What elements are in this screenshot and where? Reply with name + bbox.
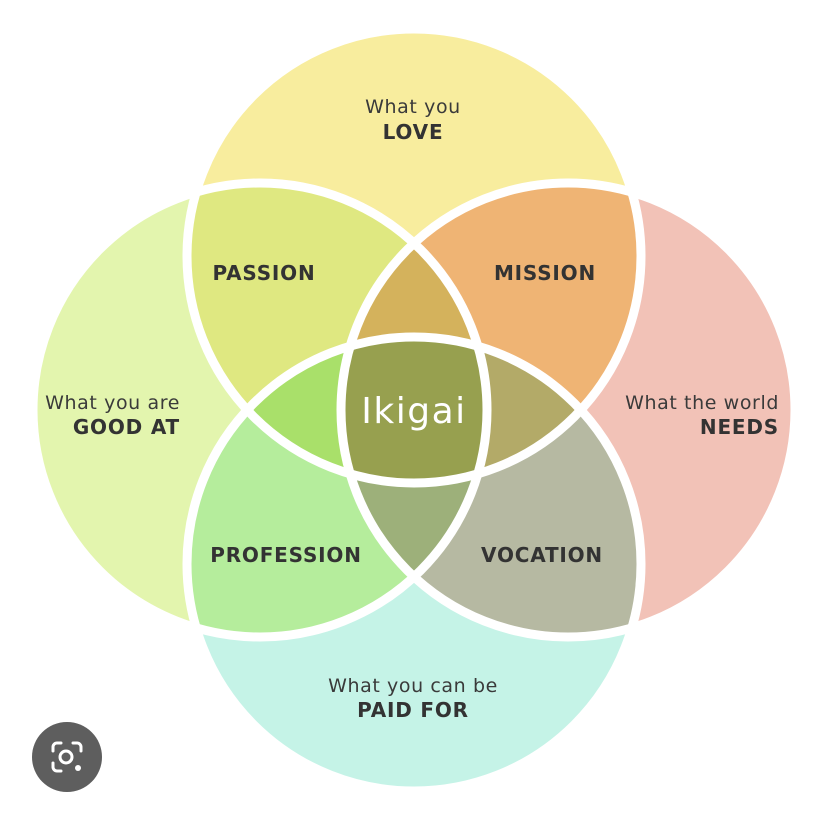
- circle-outlines: [28, 24, 800, 796]
- love-label-line2: LOVE: [383, 120, 444, 144]
- love-label-line1: What you: [365, 96, 461, 118]
- passion-label: PASSION: [213, 261, 316, 285]
- mission-label: MISSION: [494, 261, 596, 285]
- world-needs-label-line1: What the world: [625, 392, 779, 414]
- good-at-label-line1: What you are: [45, 392, 180, 414]
- good-at-label-line2: GOOD AT: [73, 415, 180, 439]
- ikigai-label: Ikigai: [361, 391, 466, 432]
- camera-search-icon: [51, 741, 83, 773]
- world-needs-label-line2: NEEDS: [700, 415, 779, 439]
- profession-label: PROFESSION: [210, 543, 361, 567]
- vocation-label: VOCATION: [481, 543, 603, 567]
- paid-for-label-line2: PAID FOR: [357, 698, 469, 722]
- paid-for-label-line1: What you can be: [328, 675, 498, 697]
- region-good-needs-paid: [341, 337, 487, 637]
- lens-search-button[interactable]: [32, 722, 102, 792]
